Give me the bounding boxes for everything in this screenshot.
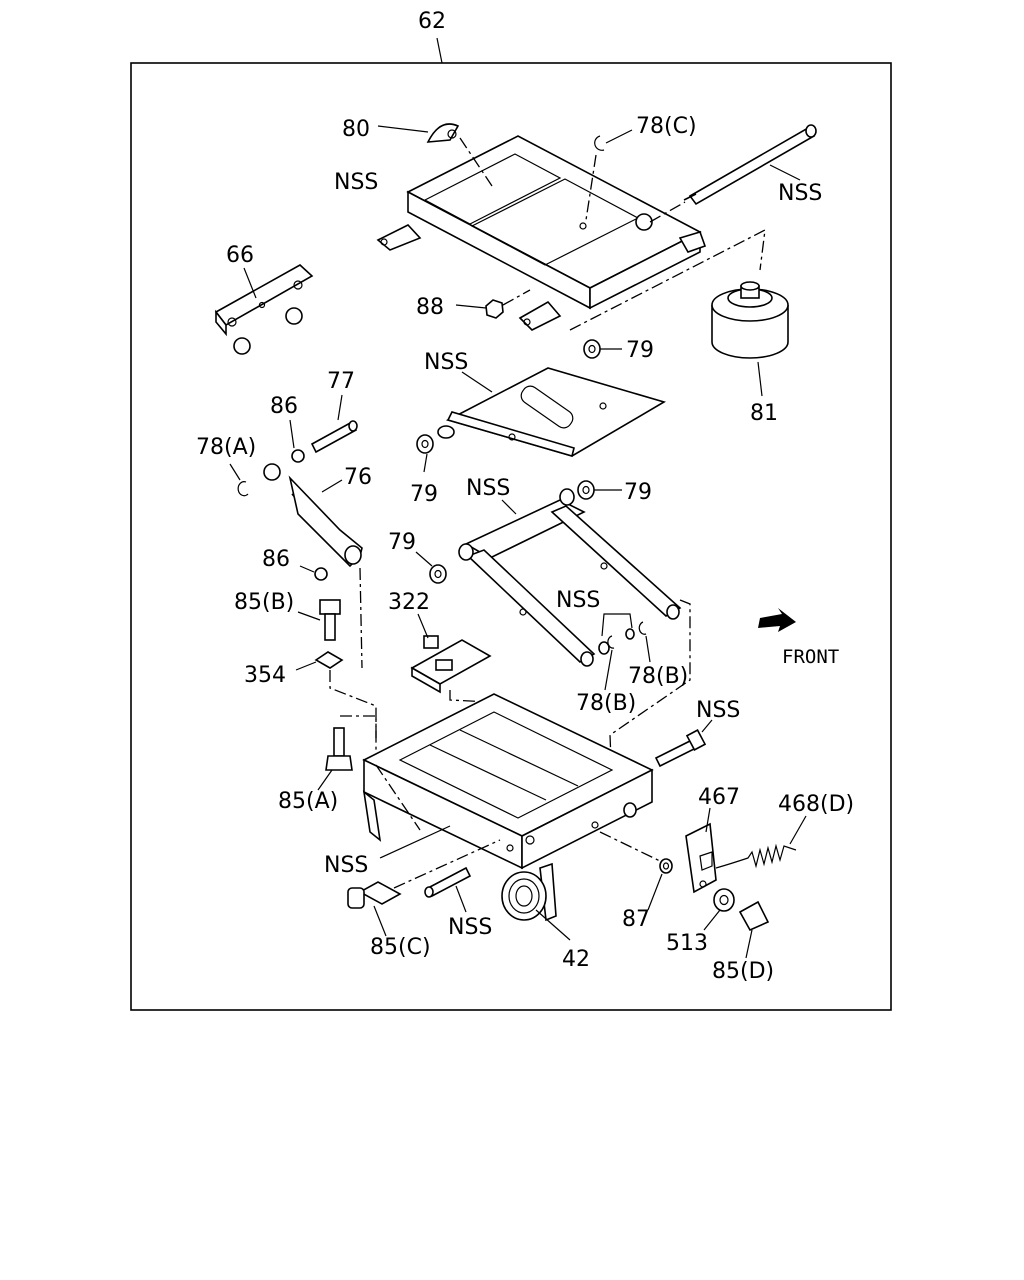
nut-88: [485, 299, 504, 319]
front-label: FRONT: [782, 646, 839, 668]
callout-nss-upper-arm: NSS: [424, 350, 468, 375]
washer-513: [713, 888, 735, 912]
pin-77: [310, 420, 358, 454]
callout-nss-rod: NSS: [778, 181, 822, 206]
diagram-frame: [130, 62, 892, 1011]
bushing-86-top: [291, 449, 305, 463]
rod-nss: [683, 124, 817, 206]
callout-86-top: 86: [270, 394, 298, 419]
coil-spring: [501, 871, 547, 921]
callout-78b-left: 78(B): [576, 691, 636, 716]
stopper-81: [711, 281, 789, 359]
callout-85b: 85(B): [234, 590, 294, 615]
callout-79-left: 79: [410, 482, 438, 507]
knob-80: [426, 123, 460, 143]
callout-468d: 468(D): [778, 792, 854, 817]
callout-86-bottom: 86: [262, 547, 290, 572]
callout-354: 354: [244, 663, 286, 688]
callout-42: 42: [562, 947, 590, 972]
bolt-nss-right: [654, 729, 707, 768]
switch-322: [410, 635, 492, 694]
callout-85d: 85(D): [712, 959, 774, 984]
callout-76: 76: [344, 465, 372, 490]
callout-322: 322: [388, 590, 430, 615]
upper-scissor-arm: [437, 367, 667, 457]
front-arrow-icon: [758, 608, 796, 632]
callout-79-right: 79: [624, 480, 652, 505]
plate-354: [314, 651, 344, 669]
spring-468d: [715, 843, 797, 869]
callout-78b-right: 78(B): [628, 664, 688, 689]
assembly-leader: [436, 37, 443, 64]
washer-79-left: [416, 434, 434, 454]
callout-77: 77: [327, 369, 355, 394]
callout-78a: 78(A): [196, 435, 256, 460]
clip-78c: [594, 135, 605, 151]
callout-85c: 85(C): [370, 935, 431, 960]
bolt-85d: [738, 900, 770, 932]
callout-nss-pin: NSS: [556, 588, 600, 613]
callout-nss-shaft: NSS: [448, 915, 492, 940]
callout-79-mid: 79: [388, 530, 416, 555]
callout-66: 66: [226, 243, 254, 268]
callout-513: 513: [666, 931, 708, 956]
callout-81: 81: [750, 401, 778, 426]
shaft-nss: [424, 866, 472, 898]
callout-nss-base: NSS: [324, 853, 368, 878]
upper-seat-frame: [376, 135, 707, 331]
callout-78c: 78(C): [636, 114, 697, 139]
clip-78b-right: [638, 621, 647, 635]
washer-79-right: [577, 480, 595, 500]
bolt-85b: [319, 599, 341, 641]
washer-79-top: [583, 339, 601, 359]
clip-78a: [237, 481, 249, 497]
bolt-85a: [325, 727, 353, 771]
damper-76: [263, 463, 363, 568]
callout-79-top: 79: [626, 338, 654, 363]
callout-85a: 85(A): [278, 789, 338, 814]
clip-78b-left: [607, 635, 615, 649]
washer-87: [659, 858, 673, 874]
bracket-66: [214, 264, 314, 355]
callout-88: 88: [416, 295, 444, 320]
callout-nss-frame: NSS: [334, 170, 378, 195]
lever-467: [685, 822, 717, 894]
bolt-85c: [347, 881, 402, 909]
callout-nss-bolt: NSS: [696, 698, 740, 723]
lower-scissor-arm: [458, 488, 682, 667]
callout-nss-lower-arm: NSS: [466, 476, 510, 501]
bushing-86-bottom: [314, 567, 328, 581]
pin-nss: [598, 641, 610, 655]
base-frame-42: [362, 693, 654, 922]
callout-87: 87: [622, 907, 650, 932]
callout-80: 80: [342, 117, 370, 142]
callout-467: 467: [698, 785, 740, 810]
washer-79-mid: [429, 564, 447, 584]
assembly-number: 62: [418, 9, 446, 34]
